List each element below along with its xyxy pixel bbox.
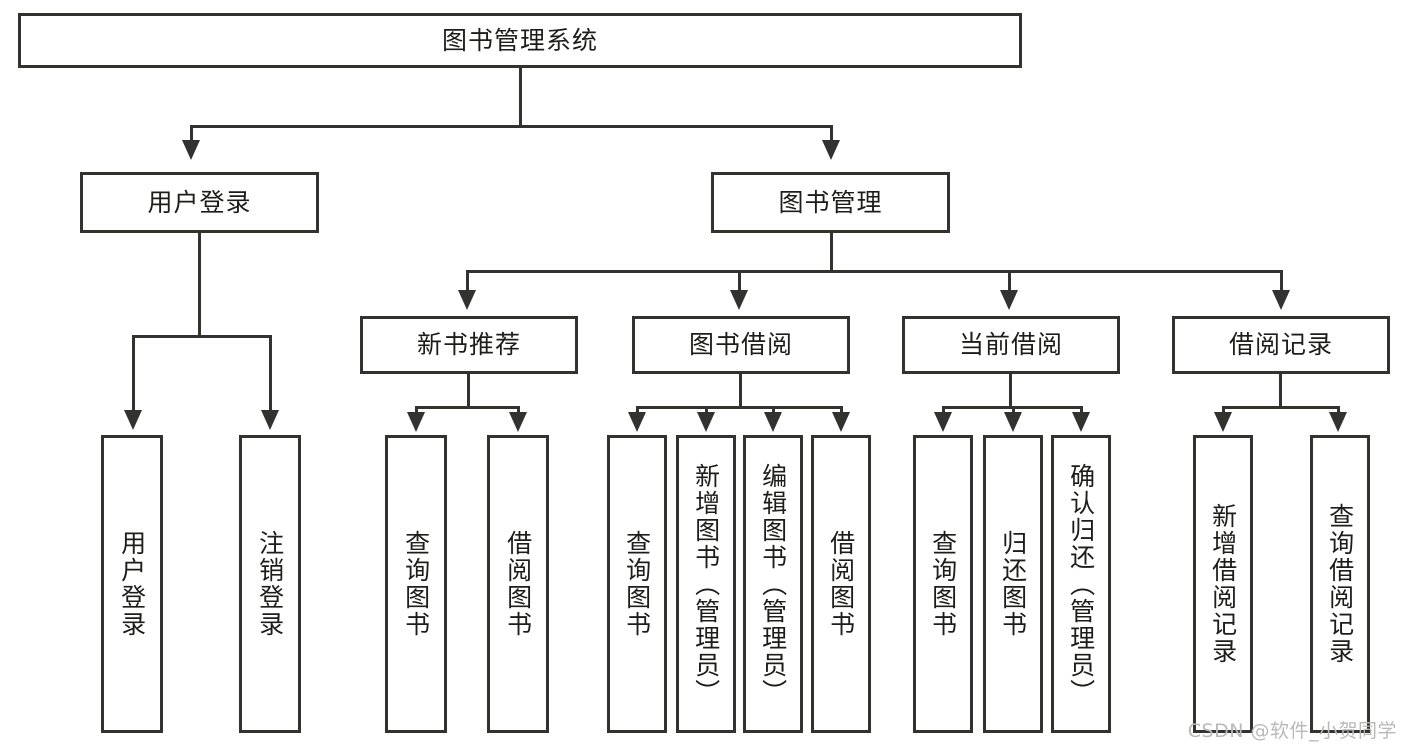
node-label: 当前借阅 (958, 330, 1063, 359)
node-book-manage[interactable]: 图书管理 (711, 172, 950, 233)
leaf-confirm-return-admin[interactable]: 确认归还（管理员） (1051, 435, 1111, 733)
arrow-to-leaf-query-book-1 (407, 412, 425, 432)
node-label: 归还图书 (998, 530, 1028, 638)
connector-book-manage-stem (830, 233, 833, 270)
arrow-root-to-user-login (182, 140, 200, 160)
arrow-to-leaf-query-record (1329, 412, 1347, 432)
node-label: 图书管理 (778, 187, 883, 217)
arrow-root-to-book-manage (822, 140, 840, 160)
node-label: 编辑图书（管理员） (758, 462, 788, 706)
arrow-to-leaf-return-book (1004, 412, 1022, 432)
connector-book-borrow-stem (739, 374, 742, 406)
connector-level2-drop-1 (466, 270, 469, 292)
leaf-borrow-book[interactable]: 借阅图书 (811, 435, 871, 733)
node-label: 新书推荐 (416, 330, 521, 359)
connector-current-borrow-drop-1 (942, 406, 945, 416)
arrow-to-leaf-borrow-book-2 (832, 412, 850, 432)
arrow-to-leaf-borrow-book-1 (509, 412, 527, 432)
leaf-add-borrow-record[interactable]: 新增借阅记录 (1193, 435, 1253, 733)
leaf-logout[interactable]: 注销登录 (239, 435, 301, 733)
connector-borrow-record-drop-2 (1337, 406, 1340, 416)
arrow-to-leaf-add-book (697, 412, 715, 432)
node-label: 新增借阅记录 (1208, 503, 1238, 665)
connector-book-borrow-drop-4 (840, 406, 843, 416)
leaf-query-book-current[interactable]: 查询图书 (913, 435, 973, 733)
connector-user-login-bus (132, 335, 272, 338)
node-label: 图书管理系统 (441, 25, 598, 55)
node-root-system[interactable]: 图书管理系统 (18, 13, 1022, 68)
connector-borrow-record-stem (1279, 374, 1282, 406)
connector-new-book-drop-1 (415, 406, 418, 416)
arrow-to-leaf-query-book-2 (628, 412, 646, 432)
node-label: 新增图书（管理员） (691, 462, 721, 706)
connector-root-drop-2 (830, 125, 833, 145)
arrow-to-new-book (458, 290, 476, 310)
connector-new-book-bus (415, 406, 520, 409)
node-label: 注销登录 (255, 530, 285, 638)
node-label: 查询图书 (622, 530, 652, 638)
connector-root-stem (519, 68, 522, 125)
arrow-to-leaf-confirm-return (1072, 412, 1090, 432)
connector-book-borrow-drop-3 (772, 406, 775, 416)
leaf-add-book-admin[interactable]: 新增图书（管理员） (676, 435, 736, 733)
connector-level2-drop-4 (1280, 270, 1283, 292)
leaf-user-login[interactable]: 用户登录 (101, 435, 163, 733)
node-label: 查询图书 (401, 530, 431, 638)
connector-book-borrow-bus (636, 406, 842, 409)
leaf-query-book-new[interactable]: 查询图书 (385, 435, 447, 733)
arrow-to-borrow-record (1272, 290, 1290, 310)
connector-book-borrow-drop-2 (705, 406, 708, 416)
leaf-edit-book-admin[interactable]: 编辑图书（管理员） (743, 435, 803, 733)
connector-level2-drop-2 (738, 270, 741, 292)
connector-new-book-drop-2 (517, 406, 520, 416)
connector-current-borrow-drop-3 (1080, 406, 1083, 416)
connector-user-login-stem (198, 233, 201, 335)
watermark-text: CSDN @软件_小贺同学 (1187, 720, 1397, 742)
node-label: 用户登录 (117, 530, 147, 638)
node-label: 查询图书 (928, 530, 958, 638)
leaf-borrow-book-new[interactable]: 借阅图书 (487, 435, 549, 733)
arrow-to-book-borrow (730, 290, 748, 310)
connector-borrow-record-drop-1 (1222, 406, 1225, 416)
arrow-to-leaf-add-record (1214, 412, 1232, 432)
node-user-login[interactable]: 用户登录 (80, 172, 319, 233)
connector-borrow-record-bus (1222, 406, 1340, 409)
node-new-book-recommend[interactable]: 新书推荐 (360, 316, 578, 374)
arrow-to-leaf-logout (261, 410, 279, 430)
leaf-return-book[interactable]: 归还图书 (983, 435, 1043, 733)
node-book-borrow[interactable]: 图书借阅 (632, 316, 850, 374)
node-current-borrow[interactable]: 当前借阅 (902, 316, 1120, 374)
connector-level2-bus (466, 270, 1280, 273)
connector-new-book-stem (467, 374, 470, 406)
connector-root-drop-1 (190, 125, 193, 145)
node-label: 借阅记录 (1228, 330, 1333, 359)
node-borrow-record[interactable]: 借阅记录 (1172, 316, 1390, 374)
leaf-query-borrow-record[interactable]: 查询借阅记录 (1310, 435, 1370, 733)
arrow-to-leaf-edit-book (764, 412, 782, 432)
connector-root-bus (190, 125, 833, 128)
connector-user-login-drop-1 (132, 335, 135, 413)
node-label: 用户登录 (147, 187, 252, 217)
node-label: 查询借阅记录 (1325, 503, 1355, 665)
connector-current-borrow-stem (1009, 374, 1012, 406)
connector-level2-drop-3 (1008, 270, 1011, 292)
leaf-query-book-borrow[interactable]: 查询图书 (607, 435, 667, 733)
connector-user-login-drop-2 (269, 335, 272, 413)
connector-book-borrow-drop-1 (636, 406, 639, 416)
node-label: 确认归还（管理员） (1066, 462, 1096, 706)
arrow-to-leaf-query-book-3 (934, 412, 952, 432)
node-label: 借阅图书 (503, 530, 533, 638)
arrow-to-leaf-user-login (124, 410, 142, 430)
connector-current-borrow-drop-2 (1012, 406, 1015, 416)
node-label: 图书借阅 (688, 330, 793, 359)
node-label: 借阅图书 (826, 530, 856, 638)
arrow-to-current-borrow (1000, 290, 1018, 310)
